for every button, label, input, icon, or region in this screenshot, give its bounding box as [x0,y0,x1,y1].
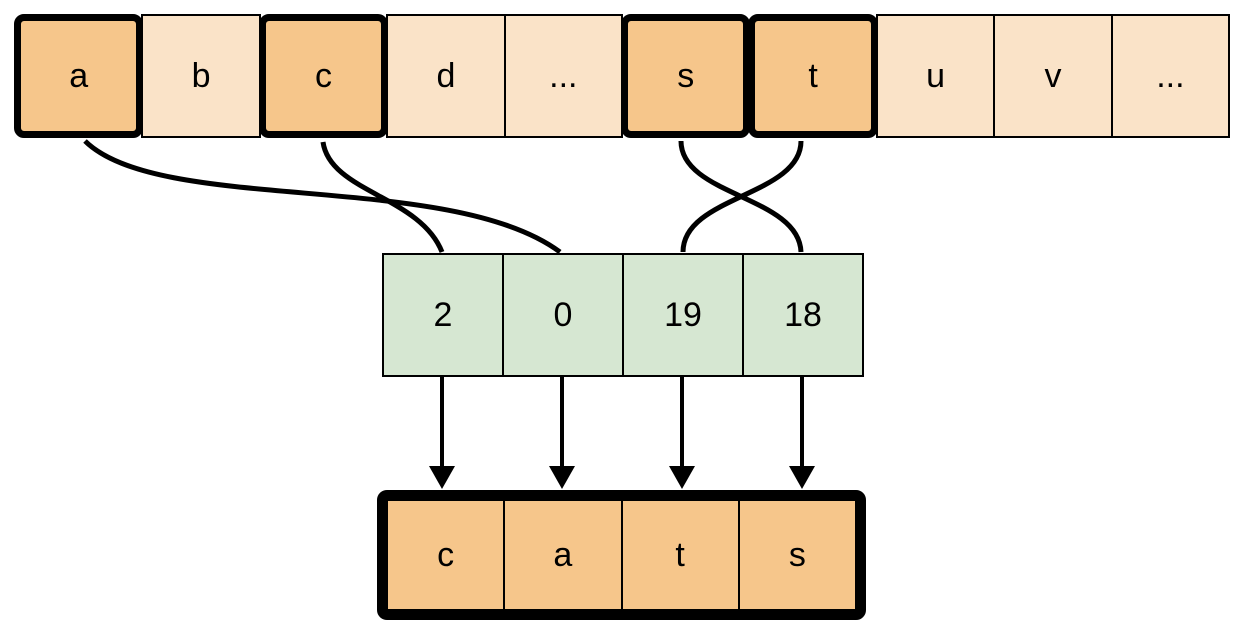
alphabet-cell-a: a [14,14,144,138]
alphabet-cell-ellipsis-2: ... [1110,14,1231,138]
connector-s-to-18 [678,140,804,253]
alphabet-cell-b: b [141,14,261,138]
arrowhead-icon [549,466,575,489]
alphabet-cell-label: d [436,56,456,95]
alphabet-cell-s: s [621,14,751,138]
arrowhead-icon [429,466,455,489]
output-cell-label: t [675,535,685,574]
output-row: c a t s [377,490,866,620]
alphabet-cell-label: v [1044,56,1062,95]
output-cell-t: t [620,499,740,611]
alphabet-cell-d: d [386,14,506,138]
index-cell-label: 0 [553,295,573,334]
index-cell-18: 18 [742,253,864,377]
output-cell-s: s [737,499,857,611]
alphabet-cell-t: t [748,14,878,138]
output-cell-a: a [503,499,623,611]
index-cell-19: 19 [622,253,744,377]
alphabet-cell-label: u [926,56,945,95]
arrowhead-icon [789,466,815,489]
output-cell-label: c [437,535,455,574]
index-cell-label: 2 [433,295,453,334]
alphabet-cell-u: u [875,14,996,138]
alphabet-cell-label: a [69,56,89,95]
index-cell-label: 19 [664,295,702,334]
alphabet-cell-label: t [808,56,818,95]
alphabet-cell-ellipsis-1: ... [503,14,624,138]
alphabet-cell-label: c [315,56,333,95]
alphabet-cell-label: s [677,56,695,95]
index-cell-2: 2 [382,253,504,377]
alphabet-cell-label: ... [1156,56,1185,95]
alphabet-cell-c: c [258,14,389,138]
alphabet-cell-v: v [993,14,1113,138]
connector-t-to-19 [680,140,804,253]
index-cell-0: 0 [502,253,624,377]
index-cell-label: 18 [784,295,822,334]
arrowhead-icon [669,466,695,489]
output-cell-label: s [788,535,806,574]
connector-c-to-2 [320,141,445,253]
alphabet-cell-label: ... [549,56,578,95]
output-cell-label: a [553,535,573,574]
index-row: 2 0 19 18 [382,253,864,377]
alphabet-row: a b c d ... s t u v ... [14,14,1231,138]
connector-a-to-0 [83,139,562,255]
alphabet-cell-label: b [191,56,211,95]
output-cell-c: c [386,499,506,611]
index-to-output-arrows [429,376,815,489]
